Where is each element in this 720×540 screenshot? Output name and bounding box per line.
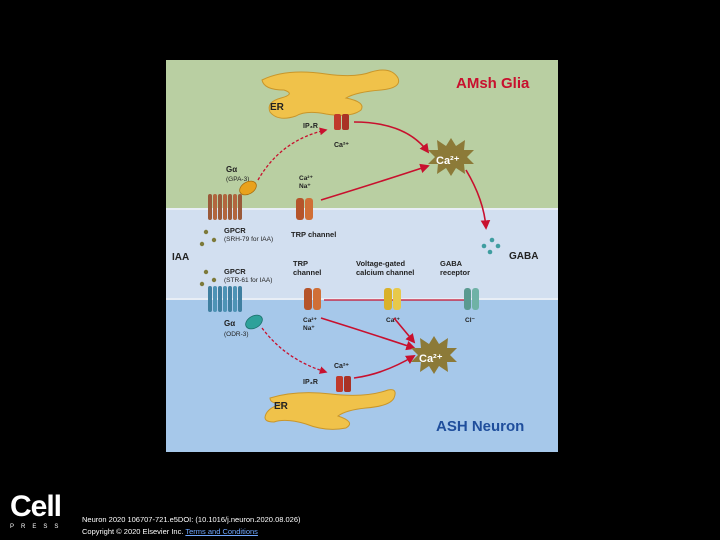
er-top-label: ER	[270, 102, 285, 113]
ca-na-bottom: Ca²⁺Na⁺	[303, 317, 317, 332]
arrow-trp-to-ca	[320, 163, 430, 201]
galpha-bottom-protein	[245, 314, 263, 330]
citation-line-1: Neuron 2020 106707-721.e5DOI: (10.1016/j…	[82, 515, 301, 524]
press-logo-text: PRESS	[10, 524, 66, 530]
gpcr-top-label: GPCR	[224, 226, 246, 235]
ca-release-top: Ca²⁺	[334, 142, 349, 149]
ip3r-bottom-channel	[336, 376, 351, 392]
arrow-ip3r-to-ca-bottom	[353, 355, 416, 379]
cell-press-logo: Cell PRESS	[10, 490, 66, 531]
ca-burst-top-icon	[428, 138, 474, 176]
figure-panel: AMsh Glia ASH Neuron ER IP₃R Ca²⁺ Ca²⁺ G…	[166, 60, 558, 452]
er-bottom-shape	[264, 389, 396, 430]
ca-na-top: Ca²⁺ Na⁺	[299, 175, 315, 190]
iaa-label: IAA	[172, 252, 189, 263]
gpcr-bottom-receptor	[208, 286, 242, 312]
arrow-trp-to-ca-bottom	[320, 317, 416, 351]
ip3r-top-channel	[334, 114, 349, 130]
er-top-shape	[261, 69, 400, 119]
ca-burst-bottom-label: Ca²⁺	[419, 353, 443, 365]
trp-bottom-channel	[304, 288, 321, 310]
cell-logo-text: Cell	[10, 490, 62, 523]
membrane-region	[166, 208, 558, 300]
galpha-top-label: Gα	[226, 165, 237, 174]
ca-vgcc-label: Ca²⁺	[386, 317, 400, 324]
vgcc-channel	[384, 288, 401, 310]
gaba-label: GABA	[509, 251, 538, 262]
galpha-bottom-name: (ODR-3)	[224, 331, 249, 338]
gpcr-bottom-name: (STR-61 for IAA)	[224, 277, 272, 284]
ca-release-bottom: Ca²⁺	[334, 363, 349, 370]
gaba-receptor-channel	[464, 288, 479, 310]
terms-link[interactable]: Terms and Conditions	[185, 527, 258, 536]
arrow-ca-to-gaba	[465, 169, 491, 230]
copyright-text: Copyright © 2020 Elsevier Inc.	[82, 527, 184, 536]
ip3r-bottom-label: IP₃R	[303, 379, 318, 386]
galpha-top-name: (GPA-3)	[226, 176, 249, 183]
neuron-title: ASH Neuron	[436, 418, 524, 435]
cl-label: Cl⁻	[465, 317, 476, 324]
galpha-top-protein	[239, 180, 257, 196]
arrow-ip3r-to-ca	[353, 121, 430, 154]
ca-burst-bottom-icon	[411, 336, 457, 374]
citation: Neuron 2020 106707-721.e5DOI: (10.1016/j…	[82, 514, 301, 538]
ca-burst-top-label: Ca²⁺	[436, 155, 460, 167]
er-bottom-label: ER	[274, 401, 289, 412]
arrow-galpha-to-ip3r-bottom	[261, 327, 328, 374]
galpha-bottom-label: Gα	[224, 319, 235, 328]
trp-top-channel	[296, 198, 313, 220]
glia-title: AMsh Glia	[456, 75, 530, 92]
gpcr-top-name: (SRH-79 for IAA)	[224, 236, 273, 243]
gpcr-top-receptor	[208, 194, 242, 220]
trp-channel-label: TRP channel	[291, 230, 336, 239]
arrow-vgcc-to-ca	[393, 317, 416, 344]
gpcr-bottom-label: GPCR	[224, 267, 246, 276]
iaa-molecules	[199, 229, 217, 287]
gaba-molecules	[481, 237, 501, 255]
ip3r-top-label: IP₃R	[303, 123, 318, 130]
citation-line-2: Copyright © 2020 Elsevier Inc. Terms and…	[82, 526, 301, 538]
